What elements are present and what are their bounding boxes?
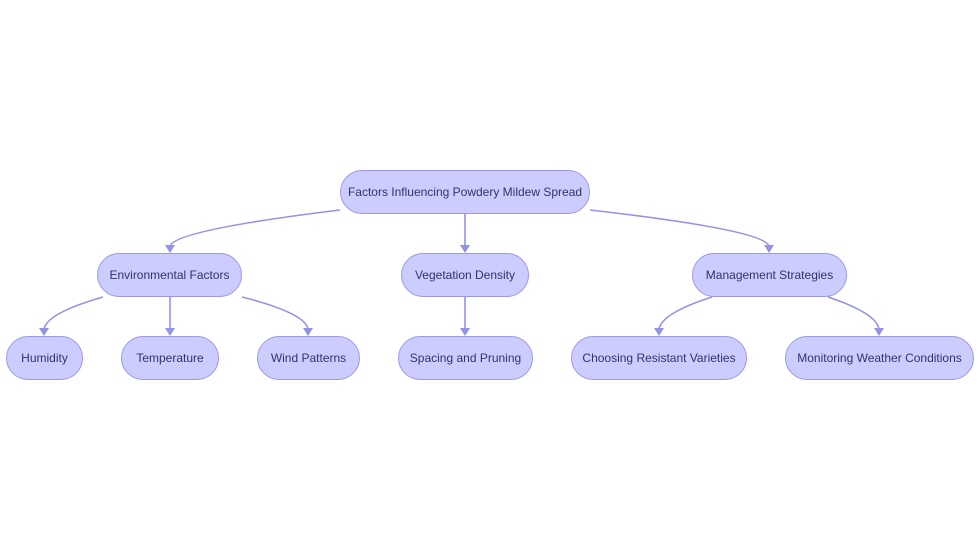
root-node-label: Factors Influencing Powdery Mildew Sprea… — [347, 185, 583, 199]
category-node-vegetation: Vegetation Density — [401, 253, 529, 297]
category-node-label: Environmental Factors — [109, 268, 230, 282]
edge-root-management — [589, 209, 774, 253]
edge-environmental-wind — [241, 296, 313, 336]
edge-environmental-humidity — [39, 296, 104, 336]
edge-root-vegetation — [460, 214, 470, 253]
leaf-node-wind-patterns: Wind Patterns — [257, 336, 360, 380]
edge-management-resistant — [654, 296, 713, 336]
root-node: Factors Influencing Powdery Mildew Sprea… — [340, 170, 590, 214]
leaf-node-humidity: Humidity — [6, 336, 83, 380]
leaf-node-label: Choosing Resistant Varieties — [582, 351, 736, 365]
category-node-label: Management Strategies — [705, 268, 834, 282]
edge-environmental-temperature — [165, 297, 175, 336]
leaf-node-label: Wind Patterns — [270, 351, 347, 365]
category-node-label: Vegetation Density — [414, 268, 516, 282]
leaf-node-weather-monitoring: Monitoring Weather Conditions — [785, 336, 974, 380]
leaf-node-spacing-pruning: Spacing and Pruning — [398, 336, 533, 380]
category-node-environmental: Environmental Factors — [97, 253, 242, 297]
leaf-node-label: Monitoring Weather Conditions — [797, 351, 962, 365]
leaf-node-label: Spacing and Pruning — [409, 351, 522, 365]
edge-management-monitoring — [827, 296, 884, 336]
leaf-node-label: Humidity — [21, 351, 68, 365]
category-node-management: Management Strategies — [692, 253, 847, 297]
leaf-node-temperature: Temperature — [121, 336, 219, 380]
leaf-node-label: Temperature — [136, 351, 204, 365]
edge-vegetation-spacing — [460, 297, 470, 336]
edge-root-environmental — [165, 209, 341, 253]
leaf-node-resistant-varieties: Choosing Resistant Varieties — [571, 336, 747, 380]
